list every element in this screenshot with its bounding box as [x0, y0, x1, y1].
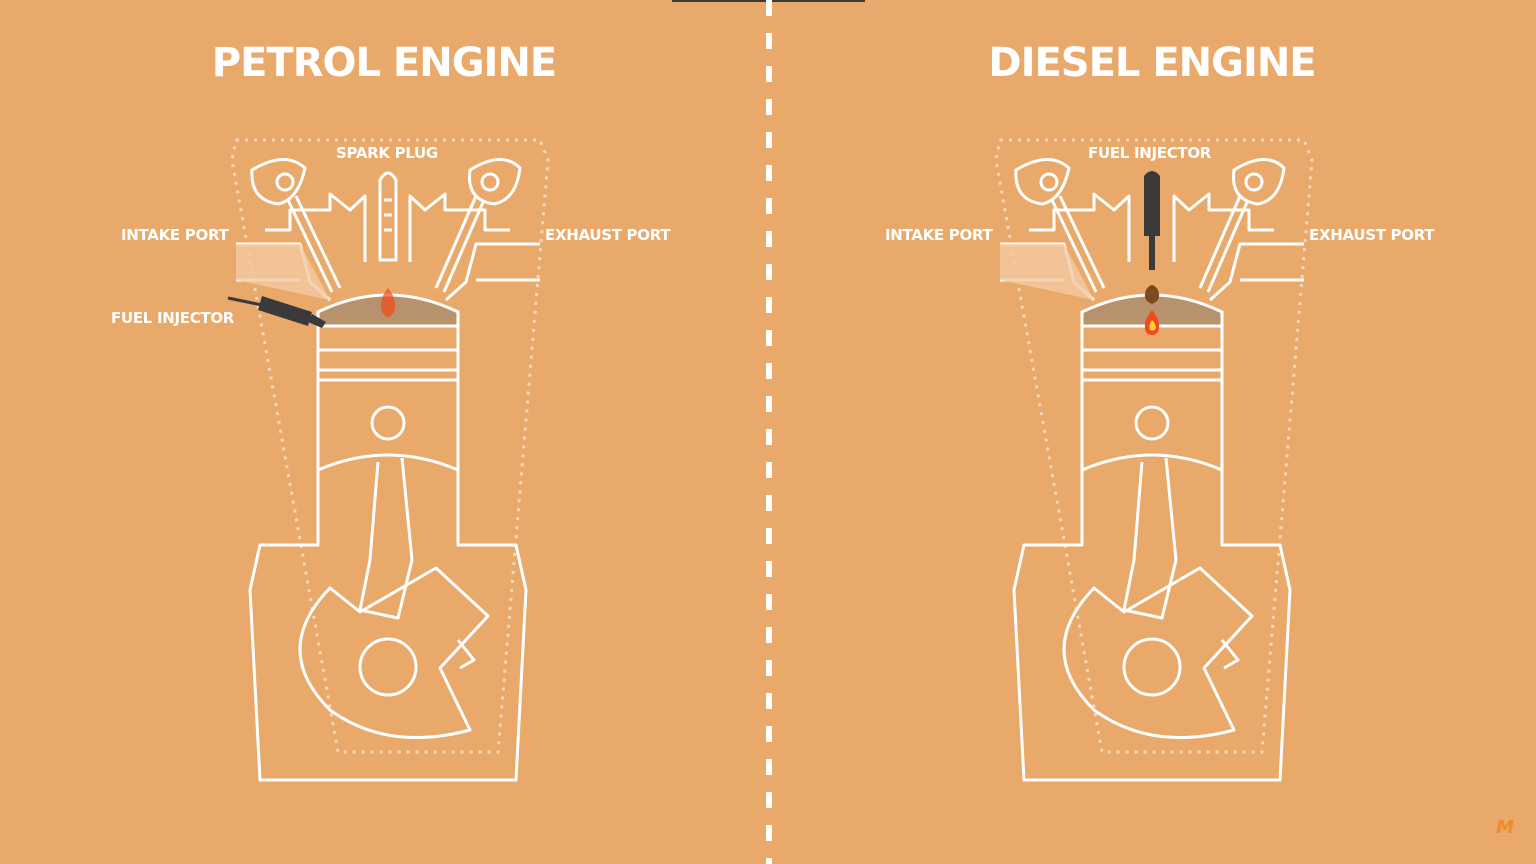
- diesel-fuel-injector-label: FUEL INJECTOR: [1088, 144, 1212, 162]
- diesel-intake-port-label: INTAKE PORT: [885, 226, 993, 244]
- diesel-engine-block-outline: [994, 138, 1314, 782]
- diesel-fuel-spray-icon: [1144, 285, 1160, 304]
- petrol-engine-block-outline: [230, 138, 550, 782]
- diesel-fuel-injector-icon: [1144, 171, 1160, 270]
- petrol-spark-flame-icon: [380, 288, 396, 317]
- diesel-engine-diagram: [994, 138, 1314, 782]
- spark-plug-icon: [378, 171, 398, 262]
- petrol-intake-port-label: INTAKE PORT: [121, 226, 229, 244]
- petrol-fuel-injector-icon: [227, 296, 326, 328]
- petrol-fuel-injector-label: FUEL INJECTOR: [111, 309, 235, 327]
- petrol-engine-title: PETROL ENGINE: [211, 40, 557, 86]
- diesel-engine-title: DIESEL ENGINE: [988, 40, 1316, 86]
- petrol-valves: [250, 158, 522, 293]
- center-dashed-divider: [766, 0, 772, 864]
- petrol-intake-port-shading: [236, 244, 330, 300]
- petrol-spark-plug-label: SPARK PLUG: [336, 144, 438, 162]
- brand-logo: M: [1496, 817, 1514, 838]
- diesel-exhaust-port-label: EXHAUST PORT: [1309, 226, 1435, 244]
- diesel-valves: [1014, 158, 1286, 293]
- diesel-intake-port-shading: [1000, 244, 1094, 300]
- petrol-engine-diagram: [227, 138, 550, 782]
- petrol-exhaust-port-label: EXHAUST PORT: [545, 226, 671, 244]
